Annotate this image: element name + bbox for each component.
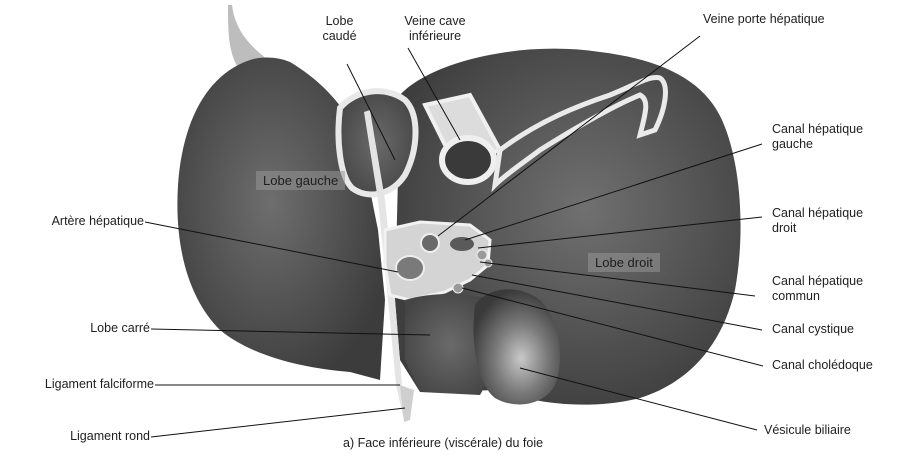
label-canal-hepatique-gauche-line1: Canal hépatique xyxy=(772,122,863,137)
label-canal-hepatique-droit-line1: Canal hépatique xyxy=(772,206,863,221)
label-canal-choledoque: Canal cholédoque xyxy=(772,358,873,373)
label-ligament-falciforme: Ligament falciforme xyxy=(4,377,154,392)
label-canal-hepatique-commun-line1: Canal hépatique xyxy=(772,274,863,289)
region-lobe-gauche: Lobe gauche xyxy=(256,171,345,190)
region-lobe-droit: Lobe droit xyxy=(588,253,660,272)
label-ligament-rond: Ligament rond xyxy=(10,429,150,444)
label-canal-hepatique-gauche: Canal hépatique gauche xyxy=(772,122,863,152)
label-lobe-caude-line1: Lobe xyxy=(312,14,367,29)
label-vesicule-biliaire: Vésicule biliaire xyxy=(764,423,851,438)
label-canal-hepatique-droit-line2: droit xyxy=(772,221,863,236)
label-lobe-caude-line2: caudé xyxy=(312,29,367,44)
label-canal-hepatique-gauche-line2: gauche xyxy=(772,137,863,152)
label-canal-hepatique-commun: Canal hépatique commun xyxy=(772,274,863,304)
figure-caption: a) Face inférieure (viscérale) du foie xyxy=(343,436,543,450)
label-veine-cave-line1: Veine cave xyxy=(395,14,475,29)
label-veine-cave: Veine cave inférieure xyxy=(395,14,475,44)
label-canal-hepatique-droit: Canal hépatique droit xyxy=(772,206,863,236)
label-artere-hepatique: Artère hépatique xyxy=(10,214,144,229)
label-lobe-caude: Lobe caudé xyxy=(312,14,367,44)
label-veine-cave-line2: inférieure xyxy=(395,29,475,44)
label-veine-porte: Veine porte hépatique xyxy=(703,12,825,27)
label-canal-cystique: Canal cystique xyxy=(772,322,854,337)
label-canal-hepatique-commun-line2: commun xyxy=(772,289,863,304)
label-lobe-carre: Lobe carré xyxy=(10,321,150,336)
